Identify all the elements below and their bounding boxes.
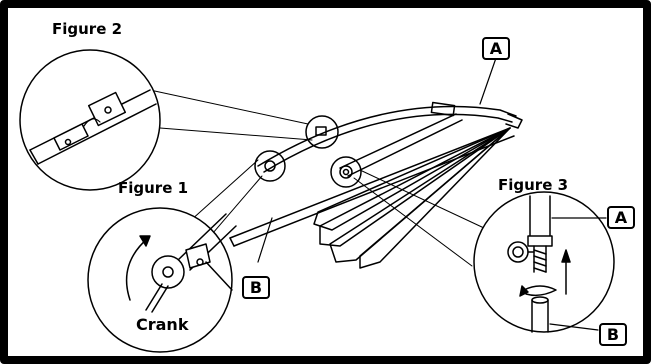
- part-b-badge-left: B: [242, 276, 270, 299]
- canopy-panel-1: [313, 127, 511, 231]
- hub-left: [254, 150, 286, 182]
- pole-b-top: [229, 127, 511, 239]
- strut-2: [347, 119, 463, 177]
- pole-b-end: [229, 237, 235, 247]
- hub-center: [330, 156, 362, 188]
- badge-leaders: [257, 57, 607, 331]
- part-a-badge-right: A: [607, 206, 635, 229]
- part-a-badge-top: A: [482, 37, 510, 60]
- rib-a-inner: [263, 113, 513, 173]
- figure-2-label: Figure 2: [52, 20, 123, 38]
- pole-b-bottom: [233, 135, 515, 247]
- figure-2-detail: [19, 49, 161, 191]
- canopy-panel-4: [359, 127, 511, 269]
- rib-a-outer: [257, 105, 517, 167]
- canopy-panel-2: [319, 127, 511, 247]
- rib-joint: [430, 101, 456, 117]
- hub-upper: [305, 115, 339, 149]
- strut-1: [339, 113, 457, 169]
- figure-3-detail: [473, 191, 615, 333]
- figure-1-label: Figure 1: [118, 179, 189, 197]
- crank-label: Crank: [136, 315, 189, 334]
- figure-3-label: Figure 3: [498, 176, 569, 194]
- rib-tip: [505, 113, 523, 129]
- part-b-badge-right: B: [599, 323, 627, 346]
- figure-1-detail: [87, 207, 237, 353]
